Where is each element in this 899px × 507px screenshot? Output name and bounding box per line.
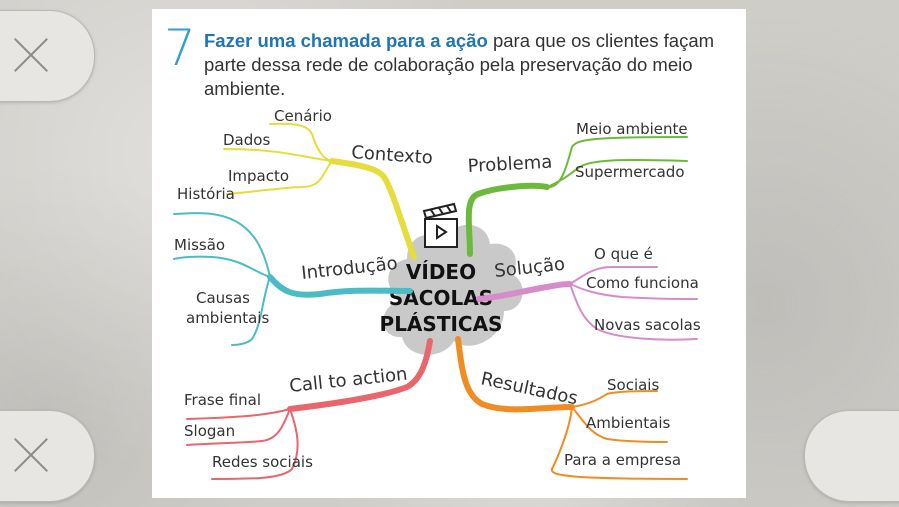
next-button[interactable] bbox=[804, 410, 899, 502]
item-novas-sacolas: Novas sacolas bbox=[594, 316, 701, 334]
branch-contexto bbox=[223, 122, 417, 260]
item-sociais: Sociais bbox=[607, 376, 659, 394]
branch-solucao bbox=[476, 265, 698, 341]
item-meio-ambiente: Meio ambiente bbox=[576, 120, 688, 138]
item-slogan: Slogan bbox=[184, 422, 235, 440]
step-text: para que os clientes façam parte dessa r… bbox=[204, 30, 715, 99]
item-para-a-empresa: Para a empresa bbox=[564, 451, 681, 469]
item-historia: História bbox=[177, 185, 235, 203]
mind-map: VÍDEO SACOLAS PLÁSTICAS Contexto Cenário… bbox=[173, 107, 701, 480]
item-dados: Dados bbox=[223, 131, 270, 149]
item-supermercado: Supermercado bbox=[575, 163, 685, 181]
branch-problema bbox=[465, 136, 688, 257]
item-como-funciona: Como funciona bbox=[586, 274, 699, 292]
item-impacto: Impacto bbox=[228, 167, 289, 185]
clapperboard-icon bbox=[422, 202, 458, 248]
close-icon bbox=[11, 435, 51, 475]
center-title-line1: VÍDEO bbox=[406, 260, 476, 284]
branch-introducao bbox=[173, 212, 413, 346]
item-ambientais: Ambientais bbox=[586, 414, 671, 432]
item-redes-sociais: Redes sociais bbox=[212, 453, 313, 471]
item-causas-line1: Causas bbox=[196, 289, 250, 307]
step-description: Fazer uma chamada para a ação para que o… bbox=[204, 29, 734, 101]
step-number: 7 bbox=[164, 19, 196, 77]
item-missao: Missão bbox=[174, 236, 225, 254]
close-button-bottom[interactable] bbox=[0, 410, 95, 502]
step-highlight: Fazer uma chamada para a ação bbox=[204, 30, 488, 51]
close-icon bbox=[11, 35, 51, 75]
branch-label-resultados: Resultados bbox=[479, 368, 580, 409]
branch-resultados bbox=[455, 336, 688, 480]
branch-label-problema: Problema bbox=[467, 152, 553, 177]
close-button-top[interactable] bbox=[0, 10, 95, 102]
branch-call bbox=[186, 338, 433, 480]
item-frase-final: Frase final bbox=[184, 391, 261, 409]
item-cenario: Cenário bbox=[274, 107, 332, 125]
center-title-line3: PLÁSTICAS bbox=[380, 312, 503, 336]
item-causas-line2: ambientais bbox=[186, 309, 269, 327]
center-cloud bbox=[383, 224, 523, 355]
branch-label-introducao: Introdução bbox=[300, 253, 398, 284]
content-card: 7 Fazer uma chamada para a ação para que… bbox=[152, 9, 746, 498]
item-o-que-e: O que é bbox=[594, 245, 653, 263]
